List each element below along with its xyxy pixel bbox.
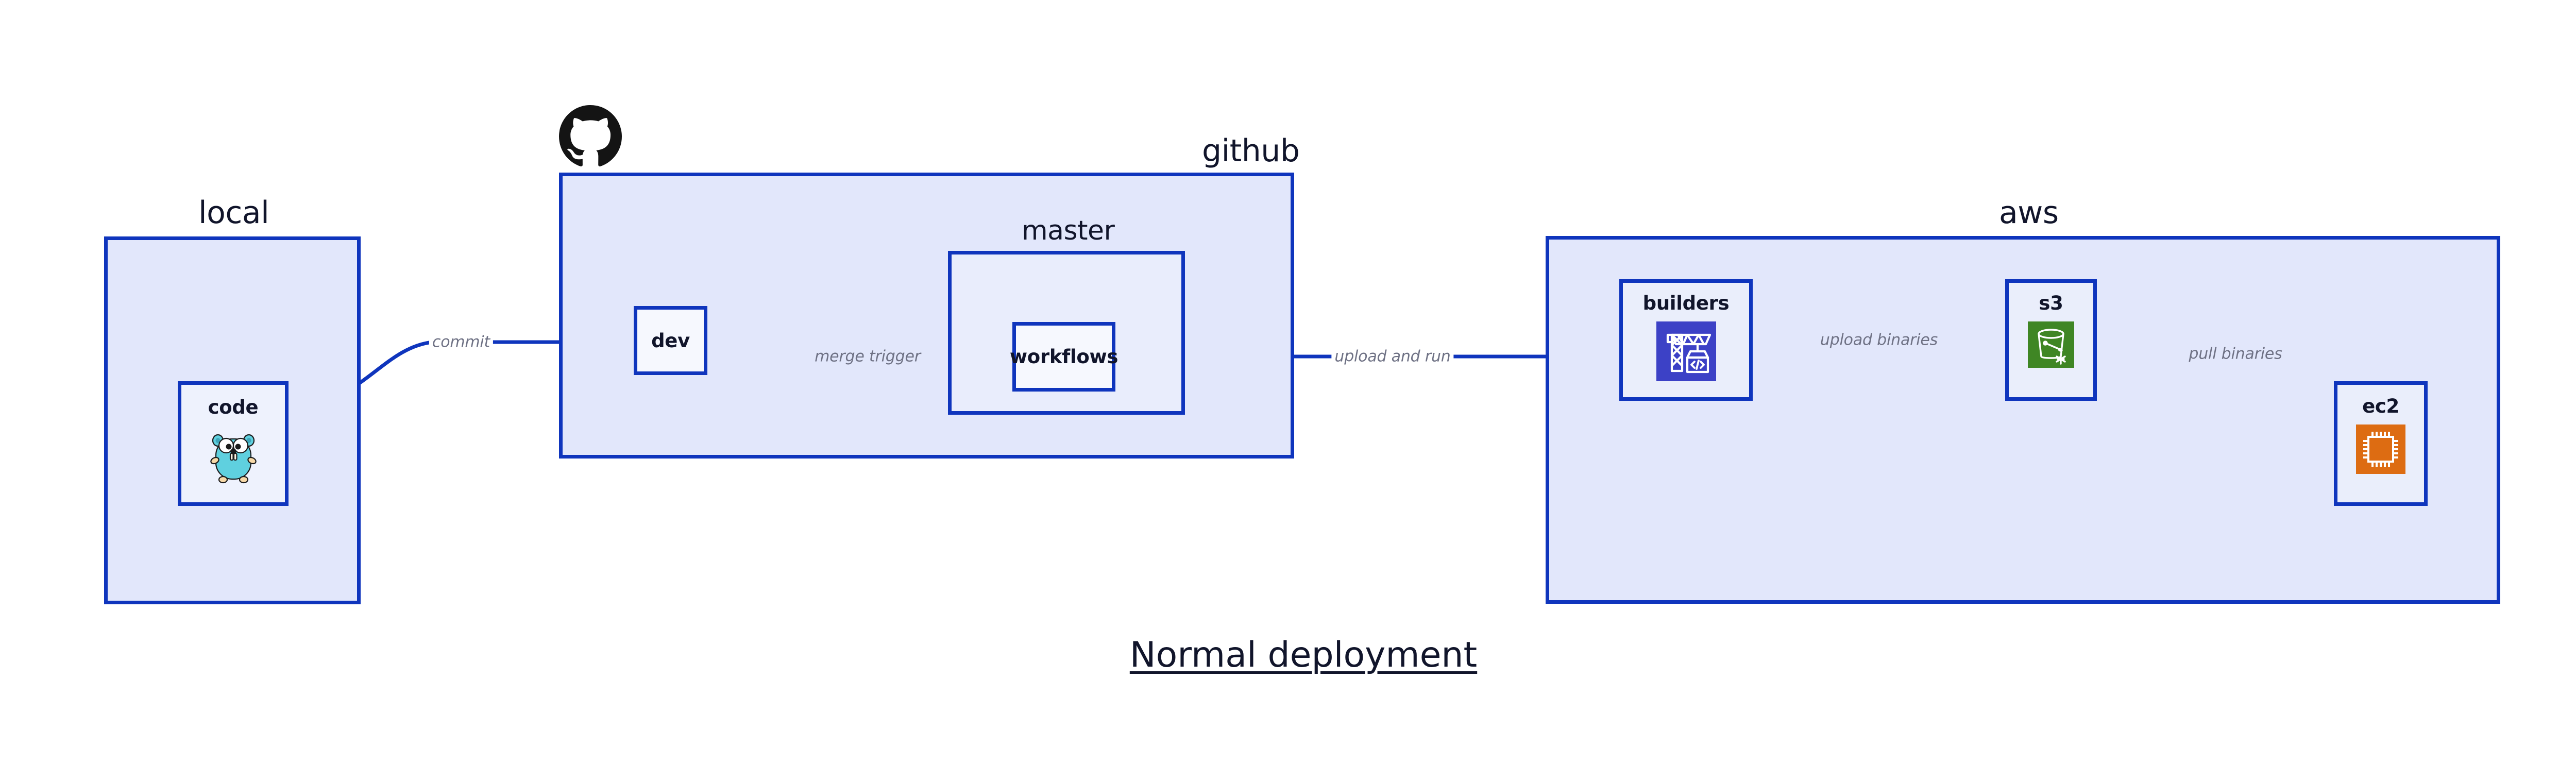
zone-label-local: local: [198, 195, 269, 231]
node-label-ec2: ec2: [2362, 395, 2399, 417]
zone-label-github: github: [1202, 133, 1300, 169]
diagram-title: Normal deployment: [1129, 635, 1478, 675]
edge-label-upload-binaries: upload binaries: [1816, 331, 1942, 349]
github-octocat-icon: [559, 105, 622, 166]
edge-label-upload-and-run: upload and run: [1331, 347, 1454, 366]
node-label-workflows: workflows: [1009, 346, 1118, 368]
go-gopher-icon: [210, 434, 257, 484]
aws-s3-bucket-icon: [2028, 321, 2074, 368]
node-label-builders: builders: [1642, 292, 1730, 314]
node-dev[interactable]: dev: [634, 306, 707, 375]
aws-ec2-chip-icon: [2356, 425, 2405, 474]
node-label-s3: s3: [2039, 292, 2063, 314]
aws-codebuild-icon: [1656, 321, 1716, 381]
node-code[interactable]: code: [178, 381, 289, 506]
node-label-dev: dev: [651, 329, 690, 352]
zone-label-master: master: [1022, 215, 1115, 246]
zone-label-aws: aws: [1999, 195, 2059, 231]
node-s3[interactable]: s3: [2005, 279, 2097, 401]
edge-label-merge-trigger: merge trigger: [810, 347, 925, 366]
edge-label-commit: commit: [429, 333, 494, 351]
node-workflows[interactable]: workflows: [1009, 322, 1118, 392]
edge-label-pull-binaries: pull binaries: [2184, 345, 2286, 363]
node-ec2[interactable]: ec2: [2334, 381, 2428, 506]
node-label-code: code: [208, 396, 259, 418]
node-builders[interactable]: builders: [1619, 279, 1753, 401]
